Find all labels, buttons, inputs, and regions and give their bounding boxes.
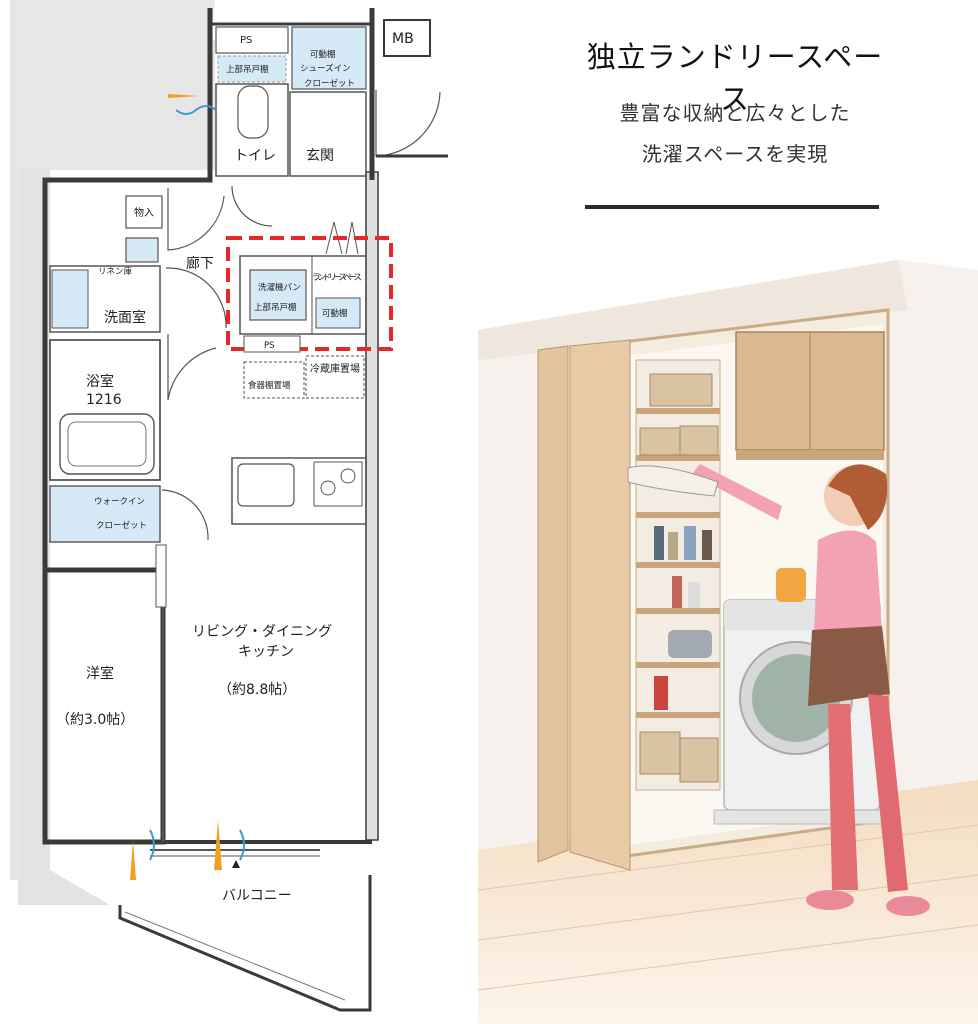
closet-door-left <box>537 345 569 863</box>
bathroom-size-label: 1216 <box>86 392 122 408</box>
walk-in-closet <box>49 485 161 543</box>
stove <box>313 461 363 507</box>
toilet-door <box>231 185 273 227</box>
toilet-upper-cabinet <box>217 55 287 83</box>
walk-in-label: ウォークイン <box>94 497 145 507</box>
fridge-space <box>305 355 365 399</box>
wic-door <box>161 489 209 541</box>
western-size-label: （約3.0帖） <box>56 712 134 728</box>
ps-top-box <box>215 26 289 54</box>
linen-label: リネン庫 <box>98 266 133 277</box>
bathtub <box>59 413 155 475</box>
ps-mid-box <box>243 335 301 353</box>
feature-subtitle-line2: 洗濯スペースを実現 <box>641 142 829 166</box>
bathroom-room <box>49 339 161 481</box>
hallway-label: 廊下 <box>186 255 214 272</box>
toilet-bowl <box>237 85 269 139</box>
washroom-door <box>165 267 227 329</box>
sink <box>237 463 295 507</box>
linen-closet <box>125 237 159 263</box>
ldk-size-label: （約8.8帖） <box>218 682 296 698</box>
heading-divider <box>585 205 879 209</box>
ventilation-arrow-left <box>130 840 136 880</box>
bathroom-door <box>167 334 217 401</box>
laundry-space-label: ランドリースペース <box>312 273 362 283</box>
front-door-swing <box>375 90 441 157</box>
entrance-label: 玄関 <box>306 147 334 164</box>
washer-pan <box>249 269 307 321</box>
balcony-outline <box>118 875 372 1012</box>
mb-label: MB <box>392 31 414 47</box>
kitchen-counter <box>231 457 367 525</box>
closet-top-label: クローゼット <box>304 78 355 89</box>
closet-door-right <box>569 339 631 871</box>
shoes-in-label: シューズイン <box>300 63 351 74</box>
western-room-label: 洋室 <box>86 665 114 682</box>
laundry-space-box <box>239 255 367 335</box>
floor-plan: PS MB 可動棚 シューズイン クローゼット 上部吊戸棚 トイレ 玄関 物入 … <box>10 0 448 1012</box>
toilet-label: トイレ <box>234 148 276 164</box>
mb-box <box>383 19 431 57</box>
dish-shelf-space <box>243 361 305 399</box>
shoes-in-closet <box>291 26 367 90</box>
ldk-label-line1: リビング・ダイニング <box>192 624 332 640</box>
movable-shelf-box <box>315 297 361 329</box>
feature-subtitle-line1: 豊富な収納と広々とした <box>619 101 851 125</box>
ventilation-arrow-right <box>214 820 222 870</box>
ldk-label-line2: キッチン <box>238 644 294 660</box>
ps-mid-label: PS <box>264 341 275 351</box>
washroom-room <box>49 265 161 333</box>
outer-wall-top <box>42 8 213 570</box>
fridge-label: 冷蔵庫置場 <box>310 362 360 375</box>
ps-top-label: PS <box>240 35 252 46</box>
upper-cabinet-laundry-label: 上部吊戸棚 <box>254 302 297 313</box>
ventilation-arrow-top <box>168 94 200 98</box>
dish-shelf-label: 食器棚置場 <box>248 380 291 391</box>
balcony-label: バルコニー <box>222 888 292 904</box>
washroom-label: 洗面室 <box>104 309 146 326</box>
entrance-area <box>289 91 367 177</box>
wash-basin-counter <box>51 269 89 329</box>
laundry-illustration <box>478 260 978 1024</box>
hallway-door <box>167 188 225 251</box>
feature-title: 独立ランドリースペース <box>586 40 884 116</box>
western-room <box>42 567 166 845</box>
laundry-highlight <box>226 236 393 351</box>
movable-shelf-label: 可動棚 <box>322 308 348 319</box>
shelf-top-label: 可動棚 <box>310 49 336 60</box>
storage-box <box>125 195 163 229</box>
washer-pan-label: 洗濯機パン <box>258 282 301 293</box>
right-wall-strip <box>365 171 379 841</box>
shelving-unit <box>635 359 721 791</box>
upper-cabinet-toilet-label: 上部吊戸棚 <box>226 64 269 75</box>
woman-figure <box>627 464 930 916</box>
wic-closet-label: クローゼット <box>96 520 147 531</box>
bathroom-label: 浴室 <box>86 373 114 390</box>
toilet-room <box>215 83 289 177</box>
storage-label: 物入 <box>134 206 154 219</box>
exterior-left-band <box>18 168 110 905</box>
